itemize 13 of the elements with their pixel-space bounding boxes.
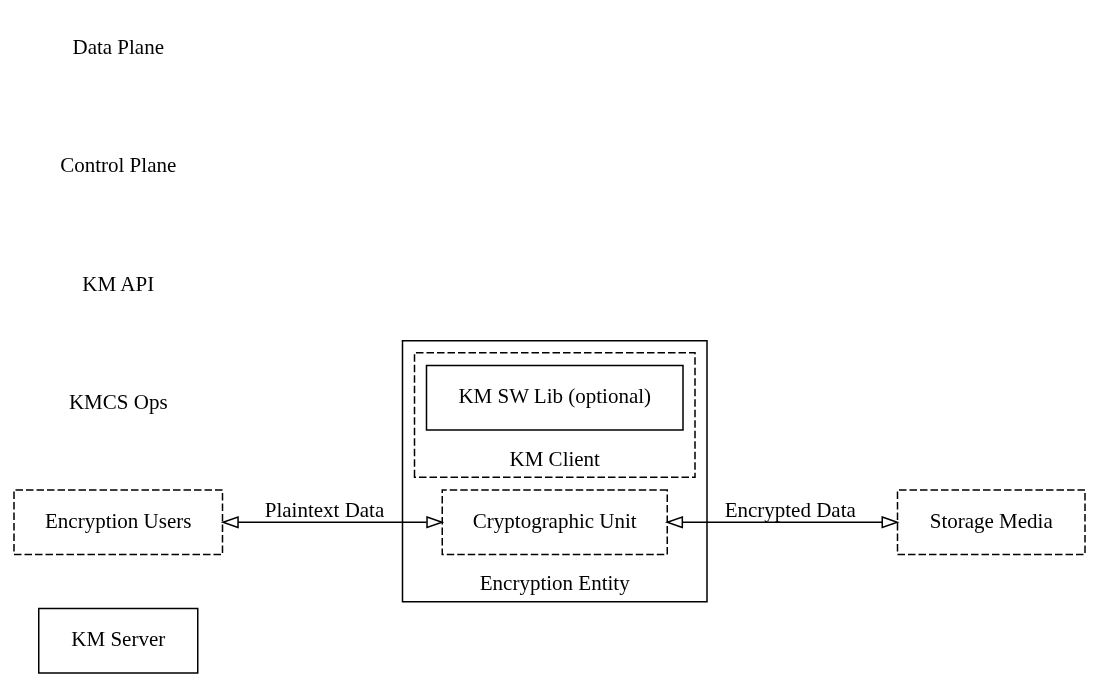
node-box: Cryptographic Unit bbox=[441, 488, 668, 555]
arrow bbox=[220, 515, 445, 529]
arrow bbox=[665, 515, 900, 529]
node-box: KM SW Lib (optional) bbox=[425, 364, 684, 431]
edge-label: Plaintext Data bbox=[264, 497, 385, 522]
node-box: Storage Media bbox=[896, 488, 1086, 555]
edge-label: Encrypted Data bbox=[724, 497, 856, 522]
label: KMCS Ops bbox=[68, 389, 168, 414]
label: KM API bbox=[82, 271, 155, 296]
node-box: Encryption Users bbox=[13, 488, 224, 555]
label: Control Plane bbox=[60, 152, 177, 177]
label: Data Plane bbox=[72, 34, 165, 59]
node-box: KM Server bbox=[38, 607, 199, 674]
